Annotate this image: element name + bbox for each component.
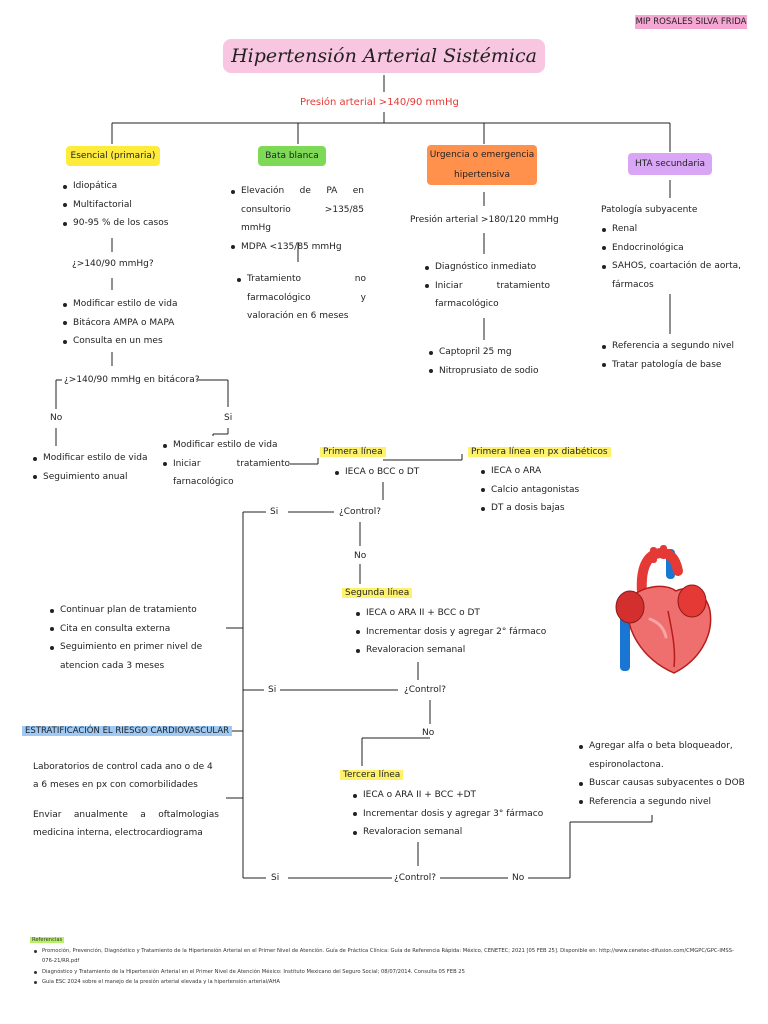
reference-item: Diagnóstico y Tratamiento de la Hiperten… [34, 967, 745, 978]
secundaria-heading: Patología subyacente [601, 205, 698, 215]
list-item: IECA o ARA II + BCC +DT [352, 786, 552, 805]
enviar-text: Enviar anualmente a oftalmologias medici… [33, 810, 219, 838]
bata-actions: Tratamiento no farmacológico y valoració… [236, 270, 366, 326]
estratificacion-label: ESTRATIFICACIÓN EL RIESGO CARDIOVASCULAR [22, 726, 233, 736]
control2-no: No [422, 728, 435, 738]
control2-question: ¿Control? [404, 685, 447, 695]
control1-no: No [354, 551, 367, 561]
list-item: Tratar patología de base [601, 356, 751, 375]
category-urgencia: Urgencia o emergencia hipertensiva [427, 145, 537, 185]
si-actions: Modificar estilo de vida Iniciar tratami… [162, 436, 290, 492]
reference-item: Guia ESC 2024 sobre el manejo de la pres… [34, 977, 745, 988]
list-item: Modificar estilo de vida [32, 449, 182, 468]
list-item: Calcio antagonistas [480, 481, 620, 500]
branch-si: Si [224, 413, 233, 423]
list-item: MDPA <135/85 mmHg [230, 238, 364, 257]
category-secundaria: HTA secundaria [628, 153, 712, 175]
list-item: Revaloracion semanal [355, 641, 555, 660]
list-item: Elevación de PA en consultorio >135/85 m… [230, 182, 364, 238]
control3-question: ¿Control? [394, 873, 437, 883]
list-item: DT a dosis bajas [480, 499, 620, 518]
labs-text: Laboratorios de control cada ano o de 4 … [33, 762, 213, 790]
list-item: Idiopática [62, 177, 202, 196]
list-item: Modificar estilo de vida [62, 295, 212, 314]
list-item: Seguimiento anual [32, 468, 182, 487]
list-item: Cita en consulta externa [49, 620, 224, 639]
tercera-list: IECA o ARA II + BCC +DT Incrementar dosi… [352, 786, 552, 842]
control2-si: Si [268, 685, 277, 695]
criterion-label: Presión arterial >140/90 mmHg [300, 97, 459, 108]
secundaria-actions: Referencia a segundo nivel Tratar patolo… [601, 337, 751, 374]
list-item: Incrementar dosis y agregar 2° fármaco [355, 623, 555, 642]
category-esencial: Esencial (primaria) [66, 146, 160, 166]
segunda-linea-label: Segunda línea [342, 588, 413, 598]
list-item: Nitroprusiato de sodio [428, 362, 558, 381]
control3-si: Si [271, 873, 280, 883]
category-bata-blanca: Bata blanca [258, 146, 326, 166]
list-item: Buscar causas subyacentes o DOB [578, 774, 758, 793]
list-item: Agregar alfa o beta bloqueador, espirono… [578, 737, 758, 774]
list-item: Consulta en un mes [62, 332, 212, 351]
list-item: 90-95 % de los casos [62, 214, 202, 233]
secundaria-list: Renal Endocrinológica SAHOS, coartación … [601, 220, 741, 294]
reference-item: Promoción, Prevención, Diagnóstico y Tra… [34, 946, 745, 967]
list-item: Diagnóstico inmediato [424, 258, 550, 277]
urgencia-criterion: Presión arterial >180/120 mmHg [410, 215, 559, 225]
list-item: Referencia a segundo nivel [578, 793, 758, 812]
list-item: Bitácora AMPA o MAPA [62, 314, 212, 333]
references-label: Referencias [30, 937, 65, 943]
branch-no: No [50, 413, 63, 423]
list-item: SAHOS, coartación de aorta, fármacos [601, 257, 741, 294]
references: Referencias Promoción, Prevención, Diagn… [30, 935, 745, 988]
list-item: Modificar estilo de vida [162, 436, 290, 455]
esencial-actions: Modificar estilo de vida Bitácora AMPA o… [62, 295, 212, 351]
list-item: Captopril 25 mg [428, 343, 558, 362]
list-item: Seguimiento en primer nivel de atencion … [49, 638, 224, 675]
esencial-question-bitacora: ¿>140/90 mmHg en bitácora? [64, 375, 200, 385]
list-item: IECA o BCC o DT [334, 463, 434, 482]
list-item: Iniciar tratamiento farnacológico [162, 455, 290, 492]
segunda-list: IECA o ARA II + BCC o DT Incrementar dos… [355, 604, 555, 660]
control1-si: Si [270, 507, 279, 517]
list-item: Referencia a segundo nivel [601, 337, 751, 356]
bata-list: Elevación de PA en consultorio >135/85 m… [230, 182, 364, 256]
primera-diabeticos-label: Primera línea en px diabéticos [468, 447, 611, 457]
list-item: IECA o ARA [480, 462, 620, 481]
list-item: Endocrinológica [601, 239, 741, 258]
page-title: Hipertensión Arterial Sistémica [223, 39, 545, 73]
list-item: Tratamiento no farmacológico y valoració… [236, 270, 366, 326]
primera-diabeticos-list: IECA o ARA Calcio antagonistas DT a dosi… [480, 462, 620, 518]
no-actions: Modificar estilo de vida Seguimiento anu… [32, 449, 182, 486]
refractaria-list: Agregar alfa o beta bloqueador, espirono… [578, 737, 758, 811]
list-item: Continuar plan de tratamiento [49, 601, 224, 620]
list-item: Incrementar dosis y agregar 3° fármaco [352, 805, 552, 824]
esencial-list: Idiopática Multifactorial 90-95 % de los… [62, 177, 202, 233]
list-item: IECA o ARA II + BCC o DT [355, 604, 555, 623]
continuar-list: Continuar plan de tratamiento Cita en co… [49, 601, 224, 675]
esencial-question: ¿>140/90 mmHg? [72, 259, 154, 269]
control1-question: ¿Control? [339, 507, 382, 517]
primera-linea-label: Primera línea [320, 447, 386, 457]
list-item: Renal [601, 220, 741, 239]
primera-list: IECA o BCC o DT [334, 463, 434, 482]
tercera-linea-label: Tercera línea [340, 770, 404, 780]
heart-illustration [615, 545, 712, 674]
author-badge: MIP ROSALES SILVA FRIDA [635, 15, 747, 29]
list-item: Multifactorial [62, 196, 202, 215]
urgencia-actions: Diagnóstico inmediato Iniciar tratamient… [424, 258, 550, 314]
control3-no: No [512, 873, 525, 883]
urgencia-drugs: Captopril 25 mg Nitroprusiato de sodio [428, 343, 558, 380]
list-item: Iniciar tratamiento farmacológico [424, 277, 550, 314]
list-item: Revaloracion semanal [352, 823, 552, 842]
